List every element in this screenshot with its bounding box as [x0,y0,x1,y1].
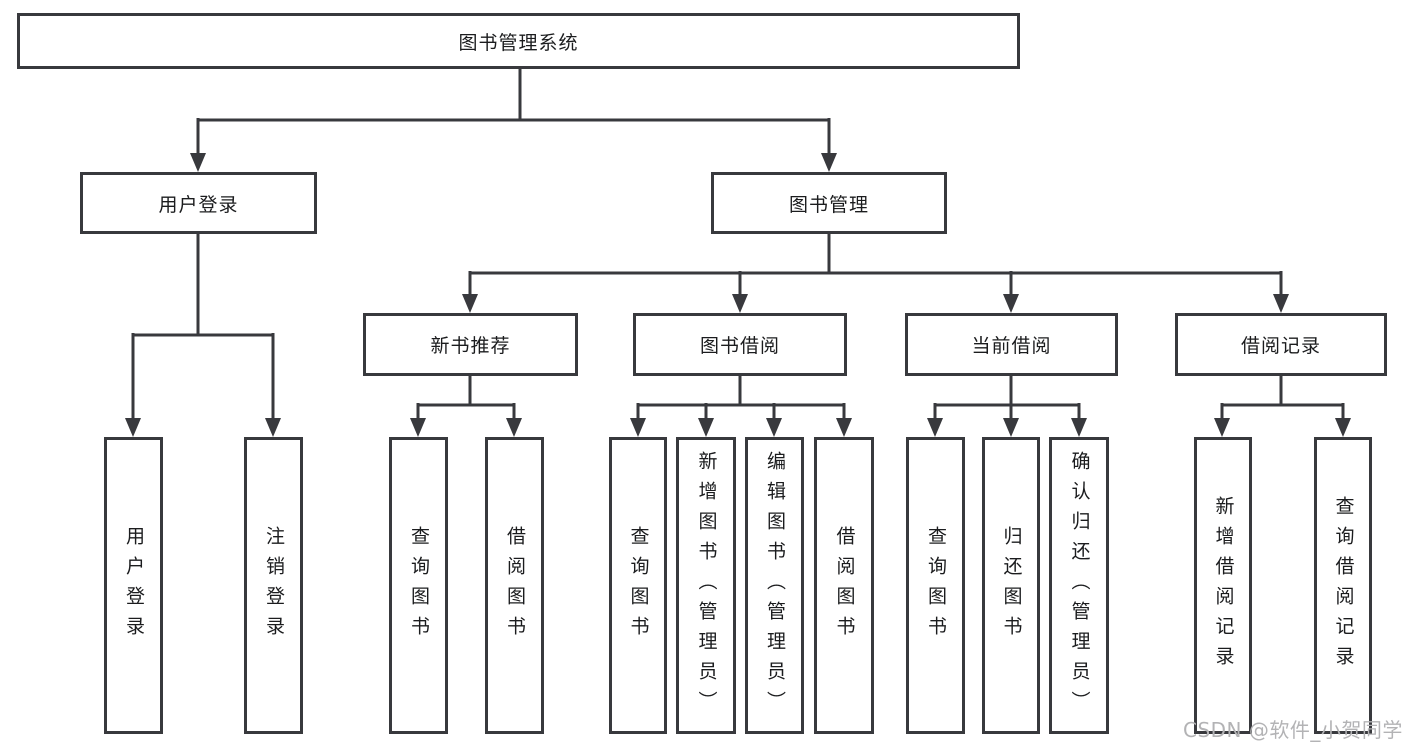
node-leaf-confirm-return-admin-label: 确认归还（管理员） [1068,450,1091,721]
node-current-borrow-label: 当前借阅 [971,335,1052,357]
node-leaf-add-borrow-record: 新增借阅记录 [1194,437,1252,734]
node-book-management: 图书管理 [711,172,947,234]
node-leaf-logout: 注销登录 [244,437,303,734]
node-leaf-edit-book-admin-label: 编辑图书（管理员） [764,450,786,721]
node-leaf-borrow-books-label: 借阅图书 [833,525,856,646]
node-leaf-confirm-return-admin: 确认归还（管理员） [1049,437,1109,734]
node-leaf-query-books-borrow: 查询图书 [609,437,667,734]
node-user-login-label: 用户登录 [158,193,239,216]
watermark-text: CSDN @软件_小贺同学 [1183,718,1403,742]
node-leaf-borrow-books-recommend-label: 借阅图书 [504,525,526,646]
node-leaf-query-borrow-record: 查询借阅记录 [1314,437,1372,734]
node-book-management-label: 图书管理 [788,193,869,216]
node-leaf-query-books-current-label: 查询图书 [925,525,947,646]
node-book-borrow-label: 图书借阅 [699,335,780,357]
node-root: 图书管理系统 [17,13,1020,69]
node-new-book-recommend: 新书推荐 [363,313,578,376]
node-new-book-recommend-label: 新书推荐 [430,335,511,357]
node-borrow-records-label: 借阅记录 [1240,335,1321,357]
node-leaf-return-books-label: 归还图书 [1000,525,1023,646]
node-leaf-query-borrow-record-label: 查询借阅记录 [1332,495,1355,676]
node-leaf-borrow-books-recommend: 借阅图书 [485,437,544,734]
node-leaf-user-login-label: 用户登录 [123,525,145,646]
node-user-login: 用户登录 [80,172,317,234]
node-leaf-add-book-admin: 新增图书（管理员） [676,437,736,734]
node-leaf-query-books-borrow-label: 查询图书 [627,525,650,646]
node-leaf-query-books-recommend-label: 查询图书 [408,525,430,646]
node-borrow-records: 借阅记录 [1175,313,1387,376]
node-current-borrow: 当前借阅 [905,313,1118,376]
node-leaf-borrow-books: 借阅图书 [814,437,874,734]
node-book-borrow: 图书借阅 [633,313,847,376]
node-leaf-query-books-recommend: 查询图书 [389,437,448,734]
node-leaf-return-books: 归还图书 [982,437,1040,734]
node-root-label: 图书管理系统 [458,31,579,54]
node-leaf-logout-label: 注销登录 [263,525,285,646]
node-leaf-add-borrow-record-label: 新增借阅记录 [1212,495,1235,676]
node-leaf-add-book-admin-label: 新增图书（管理员） [695,450,718,721]
node-leaf-edit-book-admin: 编辑图书（管理员） [745,437,804,734]
node-leaf-query-books-current: 查询图书 [906,437,965,734]
node-leaf-user-login: 用户登录 [104,437,163,734]
